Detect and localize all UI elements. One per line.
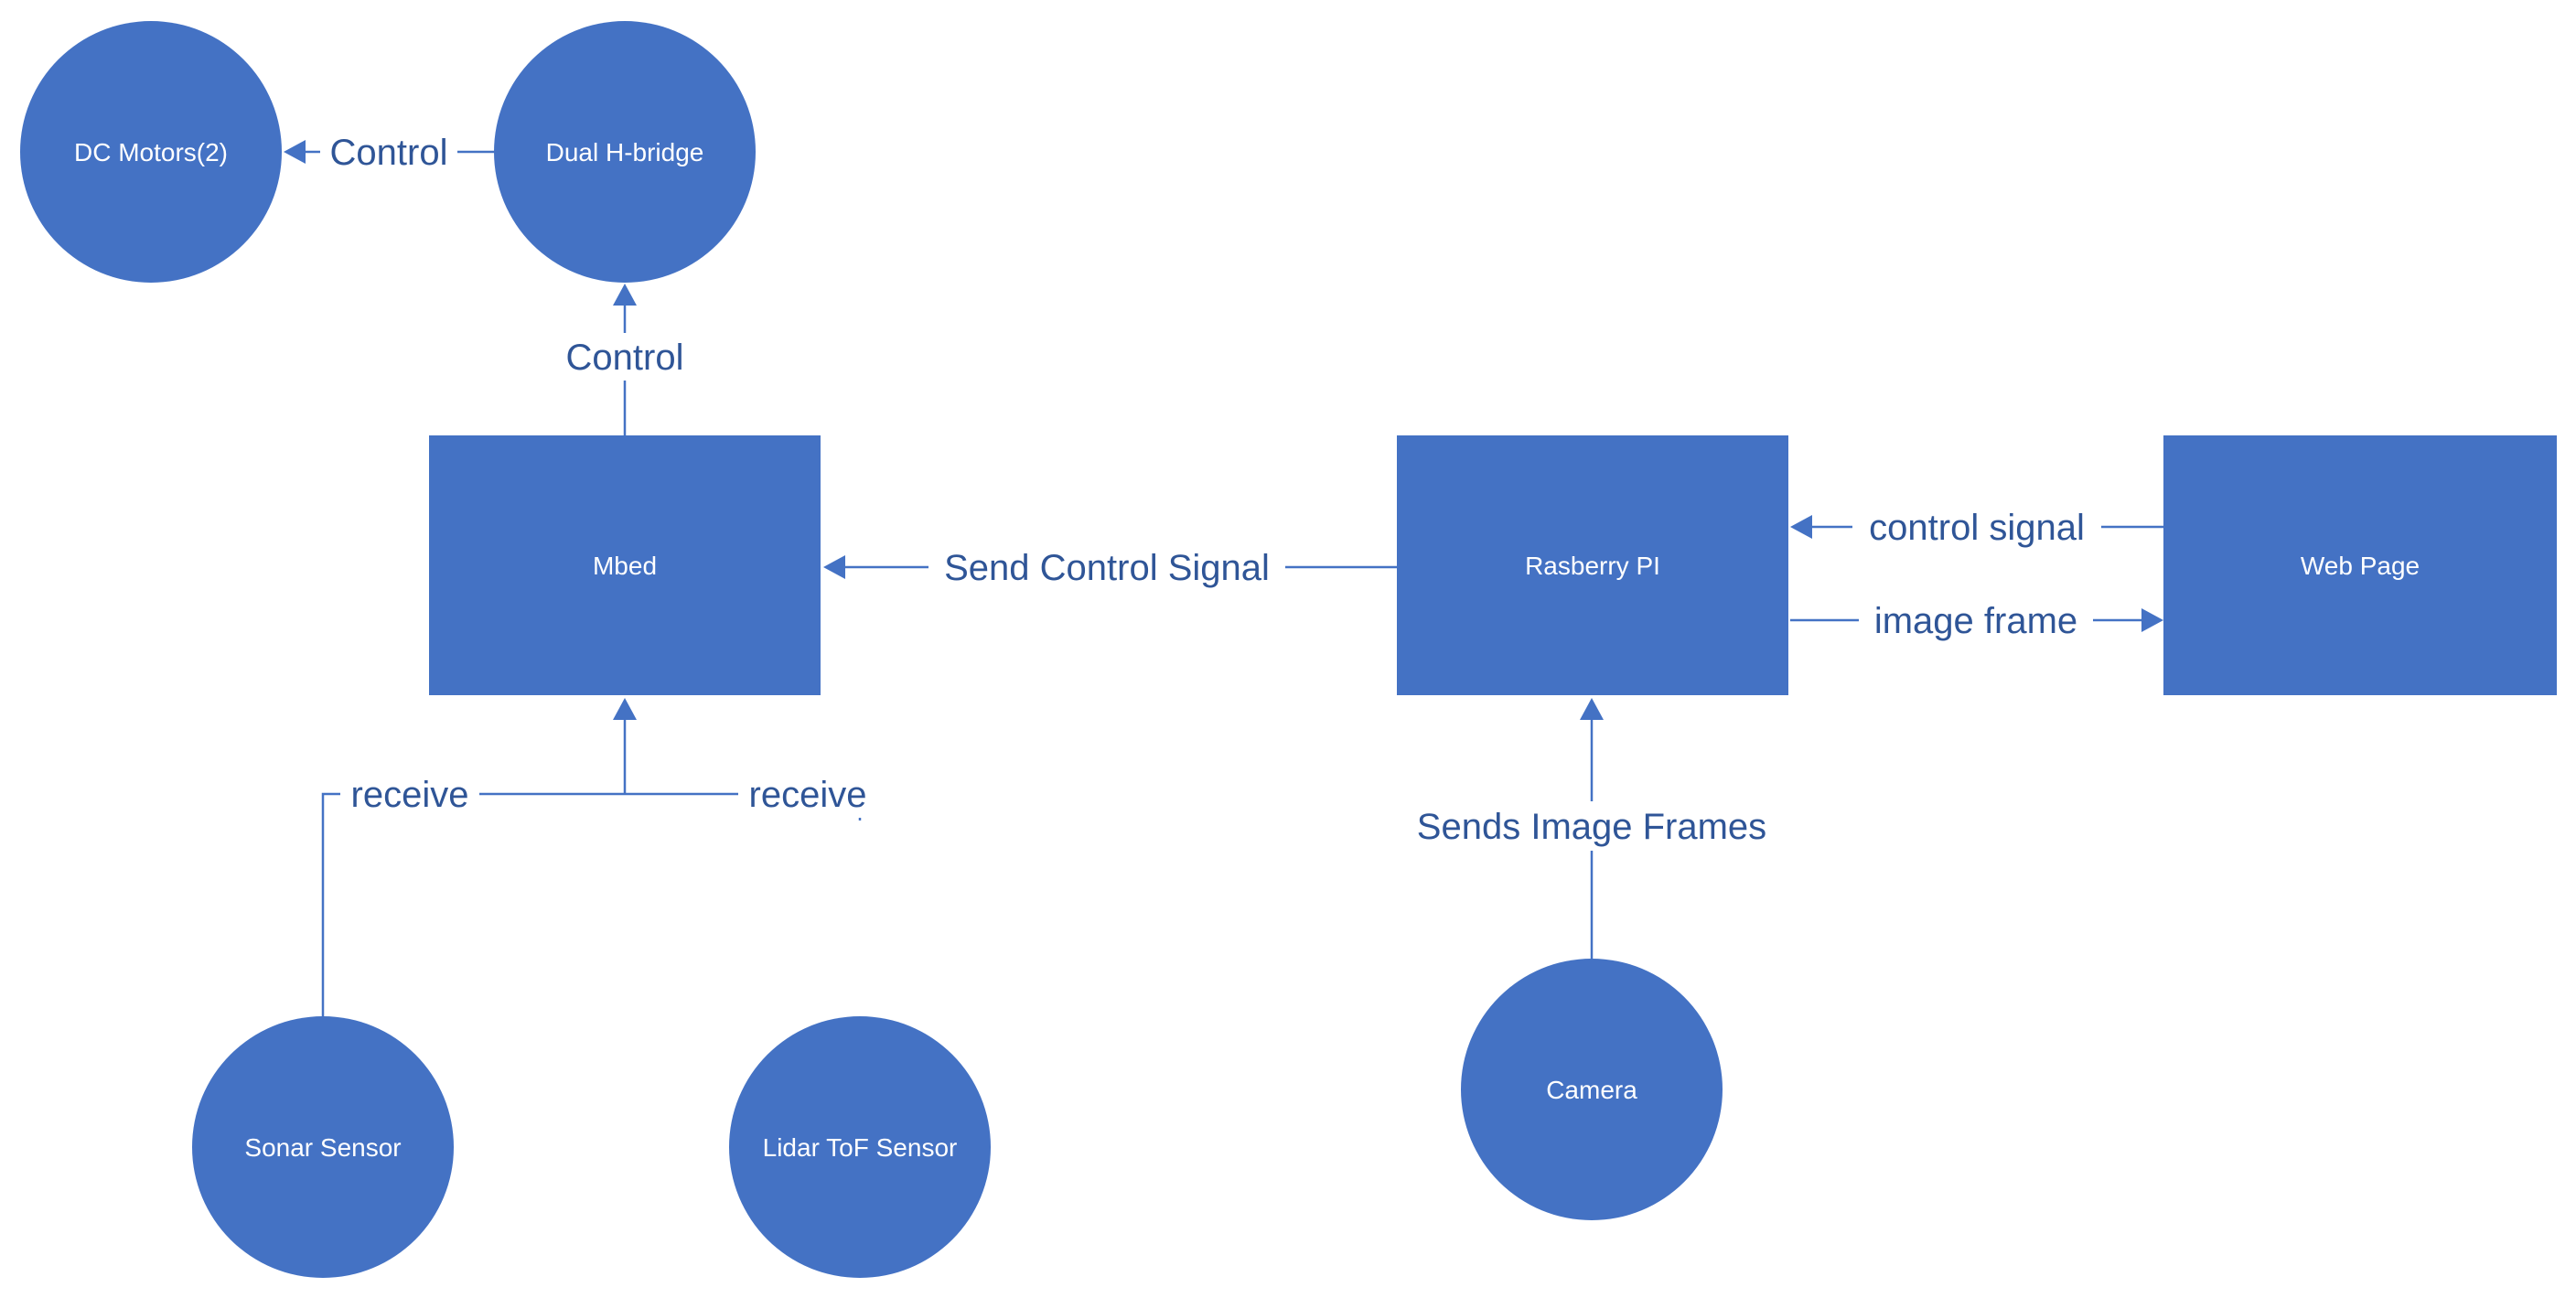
node-shape [729, 1016, 991, 1278]
node-shape [192, 1016, 454, 1278]
arrow-head-icon [2141, 608, 2163, 632]
edge-label-text: receive [351, 775, 469, 815]
edge-label-text: Control [566, 338, 684, 378]
edge-label-text: Sends Image Frames [1417, 807, 1766, 847]
edge-sensors-to-mbed [321, 698, 862, 1018]
node-label: Dual H-bridge [546, 138, 704, 166]
node-dual-h-bridge: Dual H-bridge [494, 21, 756, 283]
node-label: Camera [1546, 1076, 1637, 1104]
node-mbed: Mbed [429, 435, 821, 695]
node-camera: Camera [1461, 959, 1723, 1220]
arrow-head-icon [613, 284, 637, 306]
node-web-page: Web Page [2163, 435, 2557, 695]
edge-label-text: image frame [1874, 601, 2077, 641]
edge-label-lidar-to-mbed: receive [738, 770, 877, 818]
node-label: DC Motors(2) [74, 138, 228, 166]
edge-label-pi-to-web: image frame [1859, 596, 2093, 644]
edge-label-text: control signal [1869, 508, 2085, 548]
node-label: Web Page [2301, 552, 2420, 580]
node-lidar-tof-sensor: Lidar ToF Sensor [729, 1016, 991, 1278]
node-shape [20, 21, 282, 283]
edge-label-hbridge-to-motors: Control [320, 128, 457, 176]
edge-label-text: receive [749, 775, 867, 815]
edge-label-web-to-pi: control signal [1852, 503, 2101, 551]
arrow-head-icon [823, 555, 845, 579]
arrow-head-icon [1580, 698, 1604, 720]
edge-label-sonar-to-mbed: receive [340, 770, 479, 818]
node-label: Rasberry PI [1525, 552, 1660, 580]
edge-label-text: Send Control Signal [944, 548, 1270, 588]
edge-label-text: Control [330, 133, 448, 173]
node-raspberry-pi: Rasberry PI [1397, 435, 1788, 695]
node-shape [429, 435, 821, 695]
arrow-head-icon [613, 698, 637, 720]
node-shape [494, 21, 756, 283]
node-dc-motors: DC Motors(2) [20, 21, 282, 283]
arrow-head-icon [284, 140, 306, 164]
edge-label-camera-to-pi: Sends Image Frames [1404, 801, 1779, 851]
node-shape [1461, 959, 1723, 1220]
edge-label-pi-to-mbed: Send Control Signal [928, 543, 1285, 591]
node-label: Sonar Sensor [244, 1133, 401, 1162]
node-label: Mbed [593, 552, 657, 580]
node-shape [2163, 435, 2557, 695]
arrow-head-icon [1790, 515, 1812, 539]
node-shape [1397, 435, 1788, 695]
node-sonar-sensor: Sonar Sensor [192, 1016, 454, 1278]
edge-label-mbed-to-hbridge: Control [553, 333, 696, 381]
node-label: Lidar ToF Sensor [763, 1133, 958, 1162]
